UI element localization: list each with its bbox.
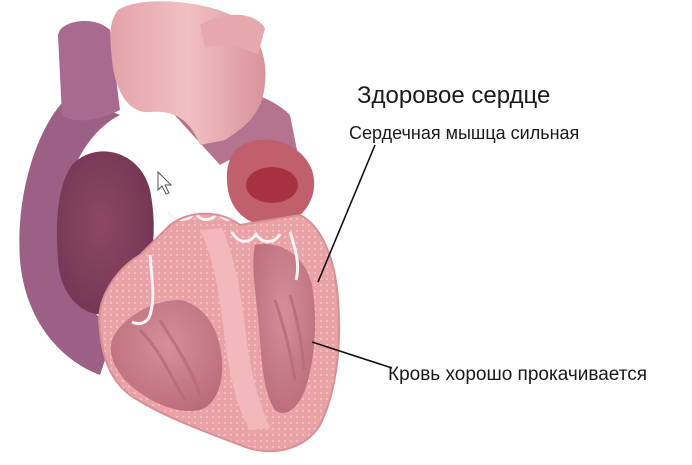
diagram-title: Здоровое сердце	[357, 82, 550, 110]
pulmonary-vein-opening	[246, 167, 298, 203]
leader-line-muscle	[318, 145, 375, 282]
blood-annotation: Кровь хорошо прокачивается	[388, 364, 647, 386]
muscle-annotation: Сердечная мышца сильная	[349, 123, 579, 144]
cursor-icon	[158, 172, 171, 194]
